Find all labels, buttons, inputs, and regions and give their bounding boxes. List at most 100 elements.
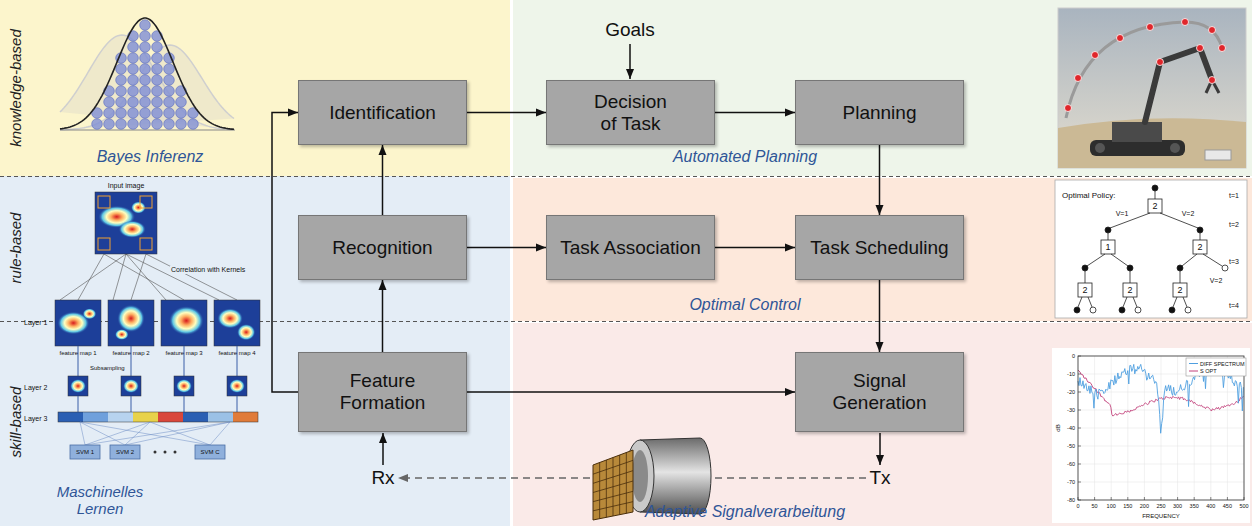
policy-tree [1111,254,1128,266]
cnn-illustration [169,306,204,335]
diagram-label: Input image [108,182,145,190]
bayes-illustration [92,119,103,130]
diagram-label: 500 [1239,503,1248,509]
robot-photo [1205,150,1231,160]
box-label: Planning [843,102,917,124]
cnn-illustration [117,305,145,333]
robot-photo [1090,140,1185,156]
diagram-label: t=4 [1229,302,1239,310]
process-box: Planning [795,80,964,145]
spectrum-chart [1094,497,1095,500]
policy-tree [1085,271,1086,283]
diagram-label: Subsampling [90,365,125,372]
spectrum-chart [1127,497,1128,500]
robot-photo [1170,143,1180,153]
bayes-illustration [60,130,235,131]
policy-tree [1090,307,1096,313]
cnn-illustration [108,412,133,422]
spectrum-chart [1194,497,1195,500]
diagram-label: 350 [1190,503,1199,509]
spectrum-chart [1161,497,1162,500]
cnn-illustration [150,422,210,445]
cnn-illustration [58,412,83,422]
cnn-illustration [80,422,210,445]
cnn-illustration [98,238,110,250]
robot-photo [1066,22,1222,118]
diagram-label: knowledge-based [7,29,24,147]
bayes-illustration [164,119,175,130]
diagram-label: -40 [1067,425,1075,431]
process-box: Identification [298,80,467,145]
cnn-illustration [237,396,238,412]
cnn-illustration [55,192,260,459]
bayes-illustration [128,108,139,119]
spectrum-chart [1078,356,1244,500]
diagram-label: 300 [1173,503,1182,509]
bayes-illustration [152,86,163,97]
cnn-illustration [229,379,245,393]
diagram-label: 100 [1107,503,1116,509]
cnn-illustration [227,376,247,396]
bayes-illustration [140,31,151,42]
cnn-illustration [161,300,207,346]
diagram-label: Automated Planning [673,148,817,166]
signal-arrow [382,433,384,465]
policy-tree [1155,191,1156,199]
robot-photo [1197,45,1204,52]
bayes-illustration [176,108,187,119]
robot-photo [1095,143,1105,153]
box-label: Decision of Task [588,91,674,135]
process-box: Signal Generation [795,352,964,432]
flow-arrow [879,280,881,352]
bayes-illustration [60,35,234,130]
cnn-illustration [83,308,97,319]
diagram-label: 200 [1140,503,1149,509]
diagram-label: Bayes Inferenz [97,148,204,166]
spectrum-chart [1227,356,1228,500]
bayes-illustration [104,119,115,130]
spectrum-chart [1078,392,1081,393]
level-divider [0,176,1252,177]
diagram-label: 2 [1197,242,1202,252]
bayes-illustration [116,108,127,119]
cnn-illustration [140,238,152,250]
policy-tree [1108,233,1109,240]
grid-plate [619,455,620,515]
cnn-illustration [140,196,152,208]
diagram-label: Layer 3 [24,415,47,423]
diagram-label: t=2 [1229,221,1239,229]
grid-plate [593,450,633,520]
spectrum-chart [1078,428,1081,429]
cnn-illustration [123,379,139,393]
policy-tree [1101,240,1115,254]
box-label: Signal Generation [817,370,942,414]
region-band [513,178,1252,321]
bayes-illustration [128,53,139,64]
bayes-illustration [164,75,175,86]
cnn-illustration [174,376,194,396]
grid-plate [593,450,633,520]
bayes-illustration [128,42,139,53]
spectrum-chart [1244,497,1245,500]
bayes-illustration [104,108,115,119]
region-band [0,0,510,176]
policy-tree [1177,265,1183,271]
diagram-label: Layer 1 [24,319,47,327]
diagram-label: Layer 2 [24,384,47,392]
flow-arrow [467,112,546,114]
cnn-illustration [233,412,258,422]
bayes-illustration [140,119,151,130]
cnn-illustration [125,422,230,445]
flow-arrow [715,247,795,249]
box-label: Identification [329,102,436,124]
spectrum-chart [1052,348,1250,523]
cnn-illustration [55,300,101,346]
policy-tree [1169,307,1175,313]
diagram-label: 2 [1177,285,1182,295]
cnn-illustration [95,192,157,254]
policy-tree [1148,199,1162,213]
cnn-illustration [176,379,192,393]
spectrum-chart [1078,356,1081,357]
diagram-label: -30 [1067,407,1075,413]
